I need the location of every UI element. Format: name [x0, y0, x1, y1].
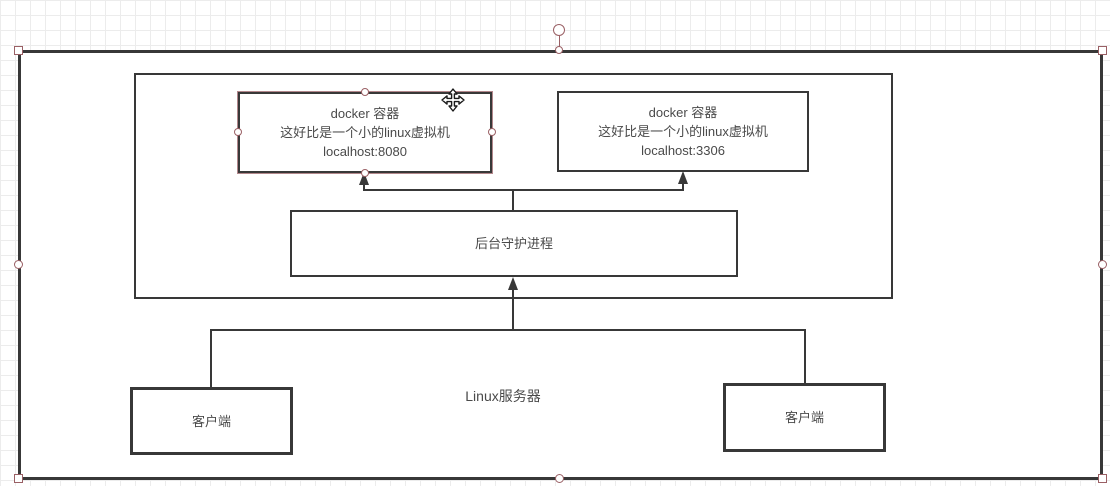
resize-handle-left[interactable] [14, 260, 23, 269]
docker1-subtitle: 这好比是一个小的linux虚拟机 [280, 125, 450, 140]
docker1-handle-top[interactable] [361, 88, 369, 96]
daemon-box[interactable]: 后台守护进程 [290, 210, 738, 277]
client-left-label: 客户端 [191, 413, 231, 429]
rotate-handle-stem [559, 35, 560, 47]
docker2-title: docker 容器 [648, 105, 718, 120]
server-label: Linux服务器 [465, 388, 541, 404]
docker1-title: docker 容器 [330, 106, 400, 121]
daemon-label: 后台守护进程 [474, 236, 553, 251]
resize-handle-top-right[interactable] [1098, 46, 1107, 55]
docker1-handle-bottom[interactable] [361, 169, 369, 177]
docker2-subtitle: 这好比是一个小的linux虚拟机 [598, 124, 768, 139]
rotate-handle-icon[interactable] [553, 24, 565, 36]
client-left-box[interactable]: 客户端 [130, 387, 293, 455]
resize-handle-top-left[interactable] [14, 46, 23, 55]
resize-handle-bottom-right[interactable] [1098, 474, 1107, 483]
docker-container-8080-box[interactable]: docker 容器 这好比是一个小的linux虚拟机 localhost:808… [237, 91, 493, 174]
docker2-address: localhost:3306 [641, 143, 725, 158]
resize-handle-top[interactable] [555, 46, 563, 54]
client-right-label: 客户端 [784, 410, 824, 425]
resize-handle-bottom-left[interactable] [14, 474, 23, 483]
docker1-handle-left[interactable] [234, 128, 242, 136]
docker1-address: localhost:8080 [323, 144, 407, 159]
client-right-box[interactable]: 客户端 [723, 383, 886, 452]
resize-handle-right[interactable] [1098, 260, 1107, 269]
resize-handle-bottom[interactable] [555, 474, 564, 483]
move-cursor-icon [441, 88, 465, 112]
docker1-handle-right[interactable] [488, 128, 496, 136]
docker-container-3306-box[interactable]: docker 容器 这好比是一个小的linux虚拟机 localhost:330… [557, 91, 809, 172]
